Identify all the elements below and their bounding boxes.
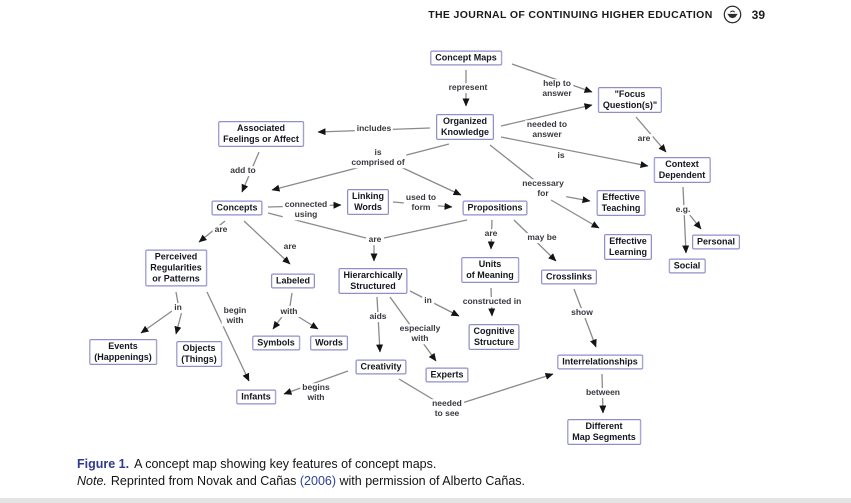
node-experts: Experts xyxy=(425,367,469,383)
edge-label: especially with xyxy=(397,323,443,344)
page-bottom-edge xyxy=(0,498,851,503)
edge-label: with xyxy=(278,306,300,317)
edge-line xyxy=(511,63,593,93)
edge-label: are xyxy=(212,224,230,235)
node-cognitive-structure: Cognitive Structure xyxy=(468,324,520,350)
node-context-dependent: Context Dependent xyxy=(653,157,711,183)
edge-label: between xyxy=(583,387,623,398)
edge-label: represent xyxy=(446,82,490,93)
edge-line xyxy=(383,219,468,239)
node-perceived-regularities: Perceived Regularities or Patterns xyxy=(145,249,207,287)
edge-line xyxy=(688,213,702,230)
node-creativity: Creativity xyxy=(355,359,407,375)
node-associated-feelings: Associated Feelings or Affect xyxy=(218,121,304,147)
node-symbols: Symbols xyxy=(252,335,300,351)
node-organized-knowledge: Organized Knowledge xyxy=(435,114,495,140)
edge-line xyxy=(461,372,554,404)
note-label: Note. xyxy=(77,474,107,488)
edge-line xyxy=(174,310,183,335)
edge-line xyxy=(198,220,226,243)
node-focus-questions: "Focus Question(s)" xyxy=(597,87,663,113)
edge-line xyxy=(289,292,293,307)
edge-line xyxy=(140,310,173,334)
caption-line-1: Figure 1. A concept map showing key featu… xyxy=(77,456,677,473)
edge-label: is comprised of xyxy=(349,147,407,168)
journal-logo-icon xyxy=(722,4,743,25)
node-linking-words: Linking Words xyxy=(347,189,389,215)
note-text-pre: Reprinted from Novak and Cañas xyxy=(110,474,300,488)
edge-line xyxy=(283,370,349,395)
edge-line xyxy=(243,220,291,265)
edge-label: needed to answer xyxy=(524,119,570,140)
node-crosslinks: Crosslinks xyxy=(540,269,598,285)
node-different-map-segments: Different Map Segments xyxy=(567,419,641,445)
node-units-of-meaning: Units of Meaning xyxy=(461,257,519,283)
edge-line xyxy=(376,296,384,353)
edge-label: may be xyxy=(525,232,559,243)
node-interrelationships: Interrelationships xyxy=(557,354,643,370)
edge-label: constructed in xyxy=(460,296,524,307)
note-text-post: with permission of Alberto Cañas. xyxy=(336,474,525,488)
edge-line xyxy=(550,199,600,229)
figure-label: Figure 1. xyxy=(77,457,130,471)
edge-label: in xyxy=(422,295,434,306)
edge-label: begins with xyxy=(300,382,332,403)
edge-line xyxy=(175,291,179,304)
edge-label: show xyxy=(569,307,595,318)
edge-label: is xyxy=(555,150,567,161)
edge-label: add to xyxy=(228,165,258,176)
edge-line xyxy=(682,186,690,254)
edge-line xyxy=(206,291,250,382)
edge-label: help to answer xyxy=(540,78,574,99)
edge-label: connected using xyxy=(282,199,330,220)
page-number: 39 xyxy=(751,7,765,22)
edge-label: are xyxy=(482,228,500,239)
node-words: Words xyxy=(310,335,348,351)
edge-label: e.g. xyxy=(673,204,693,215)
node-effective-learning: Effective Learning xyxy=(603,234,653,260)
edge-line xyxy=(489,144,539,184)
edge-label: are xyxy=(366,234,384,245)
node-concepts: Concepts xyxy=(211,200,263,216)
edge-line xyxy=(573,288,597,348)
node-propositions: Propositions xyxy=(462,200,528,216)
edge-label: needed to see xyxy=(430,398,464,419)
node-objects-things: Objects (Things) xyxy=(176,341,222,367)
edge-line xyxy=(409,290,460,317)
node-events-happenings: Events (Happenings) xyxy=(89,339,157,365)
citation-link-2006[interactable]: (2006) xyxy=(299,474,337,488)
edge-line xyxy=(500,103,593,127)
node-infants: Infants xyxy=(236,389,276,405)
node-effective-teaching: Effective Teaching xyxy=(596,190,646,216)
figure-caption: Figure 1. A concept map showing key featu… xyxy=(77,456,677,490)
edge-label: are xyxy=(635,133,653,144)
caption-line-2: Note.Reprinted from Novak and Cañas (200… xyxy=(77,473,677,490)
journal-title: THE JOURNAL OF CONTINUING HIGHER EDUCATI… xyxy=(428,8,713,21)
edge-line xyxy=(398,378,435,401)
edge-label: necessary for xyxy=(520,178,566,199)
edge-label: begin with xyxy=(221,305,249,326)
edge-label: includes xyxy=(354,123,394,134)
figure-caption-text: A concept map showing key features of co… xyxy=(134,457,437,471)
node-social: Social xyxy=(668,258,706,274)
edge-label: are xyxy=(281,241,299,252)
edge-label: in xyxy=(172,302,184,313)
node-labeled: Labeled xyxy=(270,273,316,289)
node-personal: Personal xyxy=(691,234,741,250)
node-hierarchically-structured: Hierarchically Structured xyxy=(338,268,408,294)
edge-label: used to form xyxy=(403,192,439,213)
edge-label: aids xyxy=(367,311,389,322)
node-concept-maps: Concept Maps xyxy=(430,50,502,66)
edge-line xyxy=(500,136,649,168)
running-head: THE JOURNAL OF CONTINUING HIGHER EDUCATI… xyxy=(428,4,765,25)
